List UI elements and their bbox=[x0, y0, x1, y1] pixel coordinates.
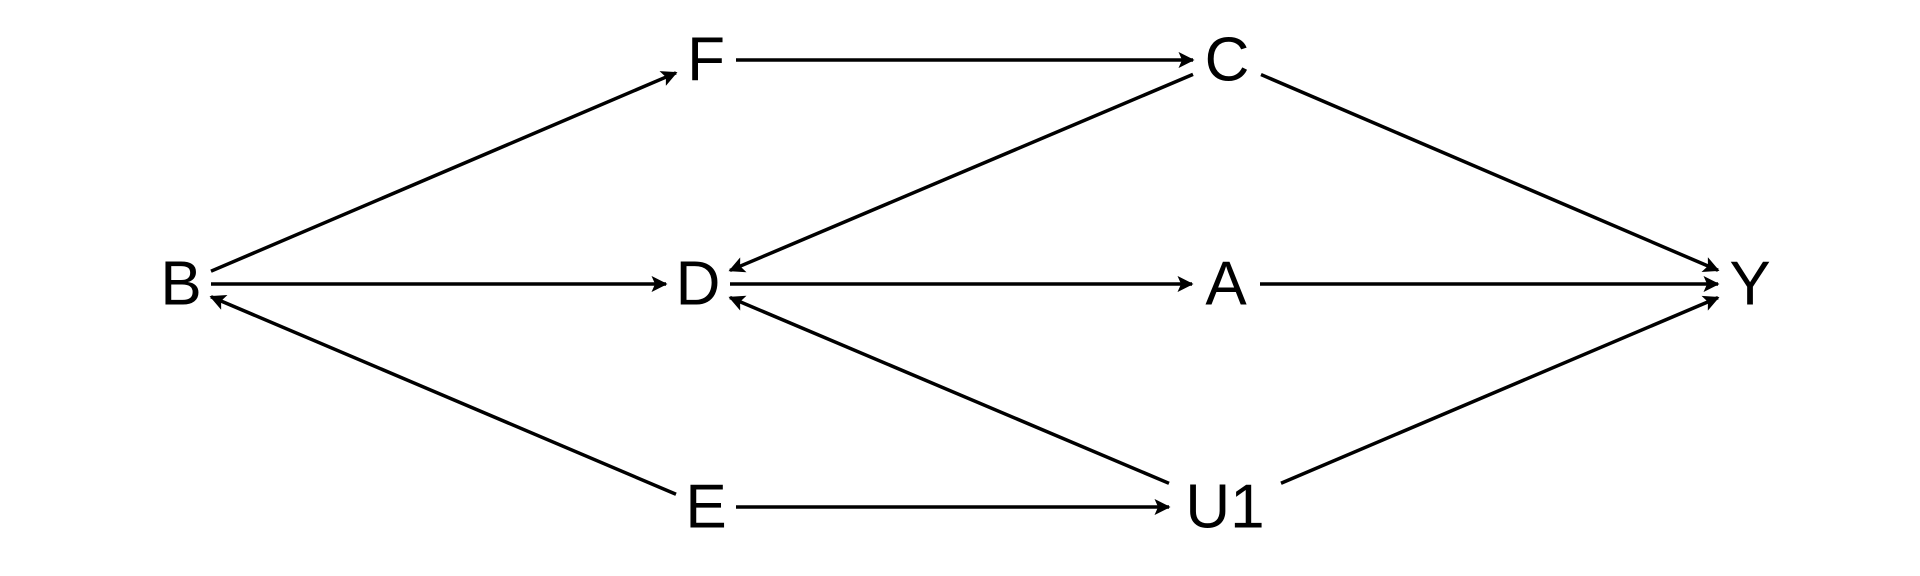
node-a: A bbox=[1205, 250, 1247, 319]
node-e: E bbox=[685, 473, 726, 542]
edge-e-to-b bbox=[209, 294, 677, 496]
edge-c-to-y bbox=[1260, 72, 1720, 272]
edges-layer bbox=[209, 51, 1720, 516]
node-b: B bbox=[160, 250, 201, 319]
edge-c-to-d bbox=[728, 72, 1194, 273]
edge-u1-to-d bbox=[728, 295, 1170, 485]
node-y: Y bbox=[1729, 250, 1770, 319]
edge-b-to-f bbox=[210, 71, 678, 273]
edge-u1-to-y bbox=[1280, 295, 1720, 485]
nodes-layer: B F C D A Y E U1 bbox=[160, 26, 1770, 542]
node-d: D bbox=[676, 250, 721, 319]
node-c: C bbox=[1205, 26, 1250, 95]
node-f: F bbox=[687, 26, 725, 95]
node-u1: U1 bbox=[1185, 473, 1264, 542]
